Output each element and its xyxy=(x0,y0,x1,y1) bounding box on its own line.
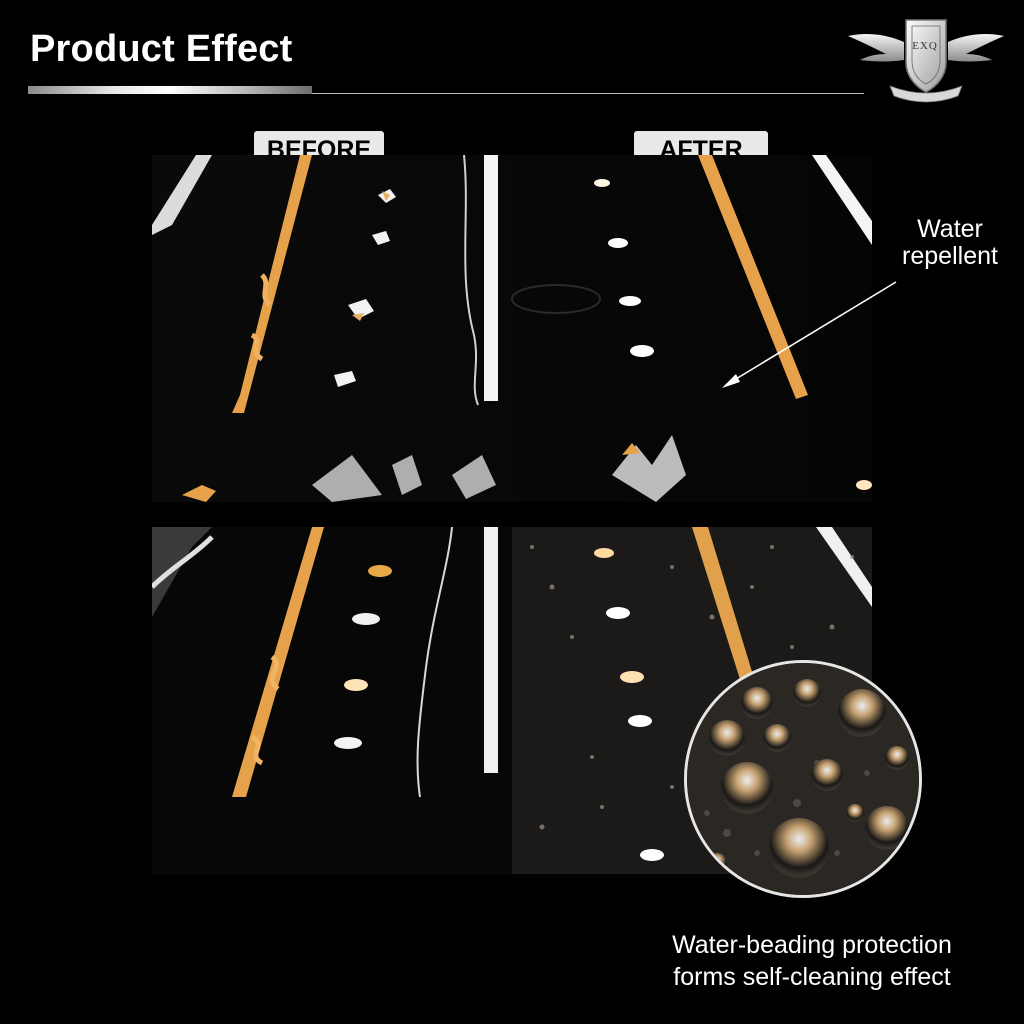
water-repellent-annotation: Water repellent xyxy=(880,216,1020,270)
caption-line1: Water-beading protection xyxy=(672,931,952,959)
header-divider xyxy=(312,93,864,94)
page-title: Product Effect xyxy=(30,28,293,70)
caption: Water-beading protection forms self-clea… xyxy=(620,929,1004,993)
title-underline-bar xyxy=(28,86,312,94)
winged-shield-logo-icon xyxy=(848,19,1004,103)
water-repellent-line2: repellent xyxy=(902,242,998,270)
caption-line2: forms self-cleaning effect xyxy=(673,963,951,991)
logo-monogram: EXQ xyxy=(912,40,938,52)
water-repellent-line1: Water xyxy=(917,215,983,243)
road-comparison-photo-top xyxy=(152,155,872,502)
water-droplets-closeup xyxy=(684,660,922,898)
